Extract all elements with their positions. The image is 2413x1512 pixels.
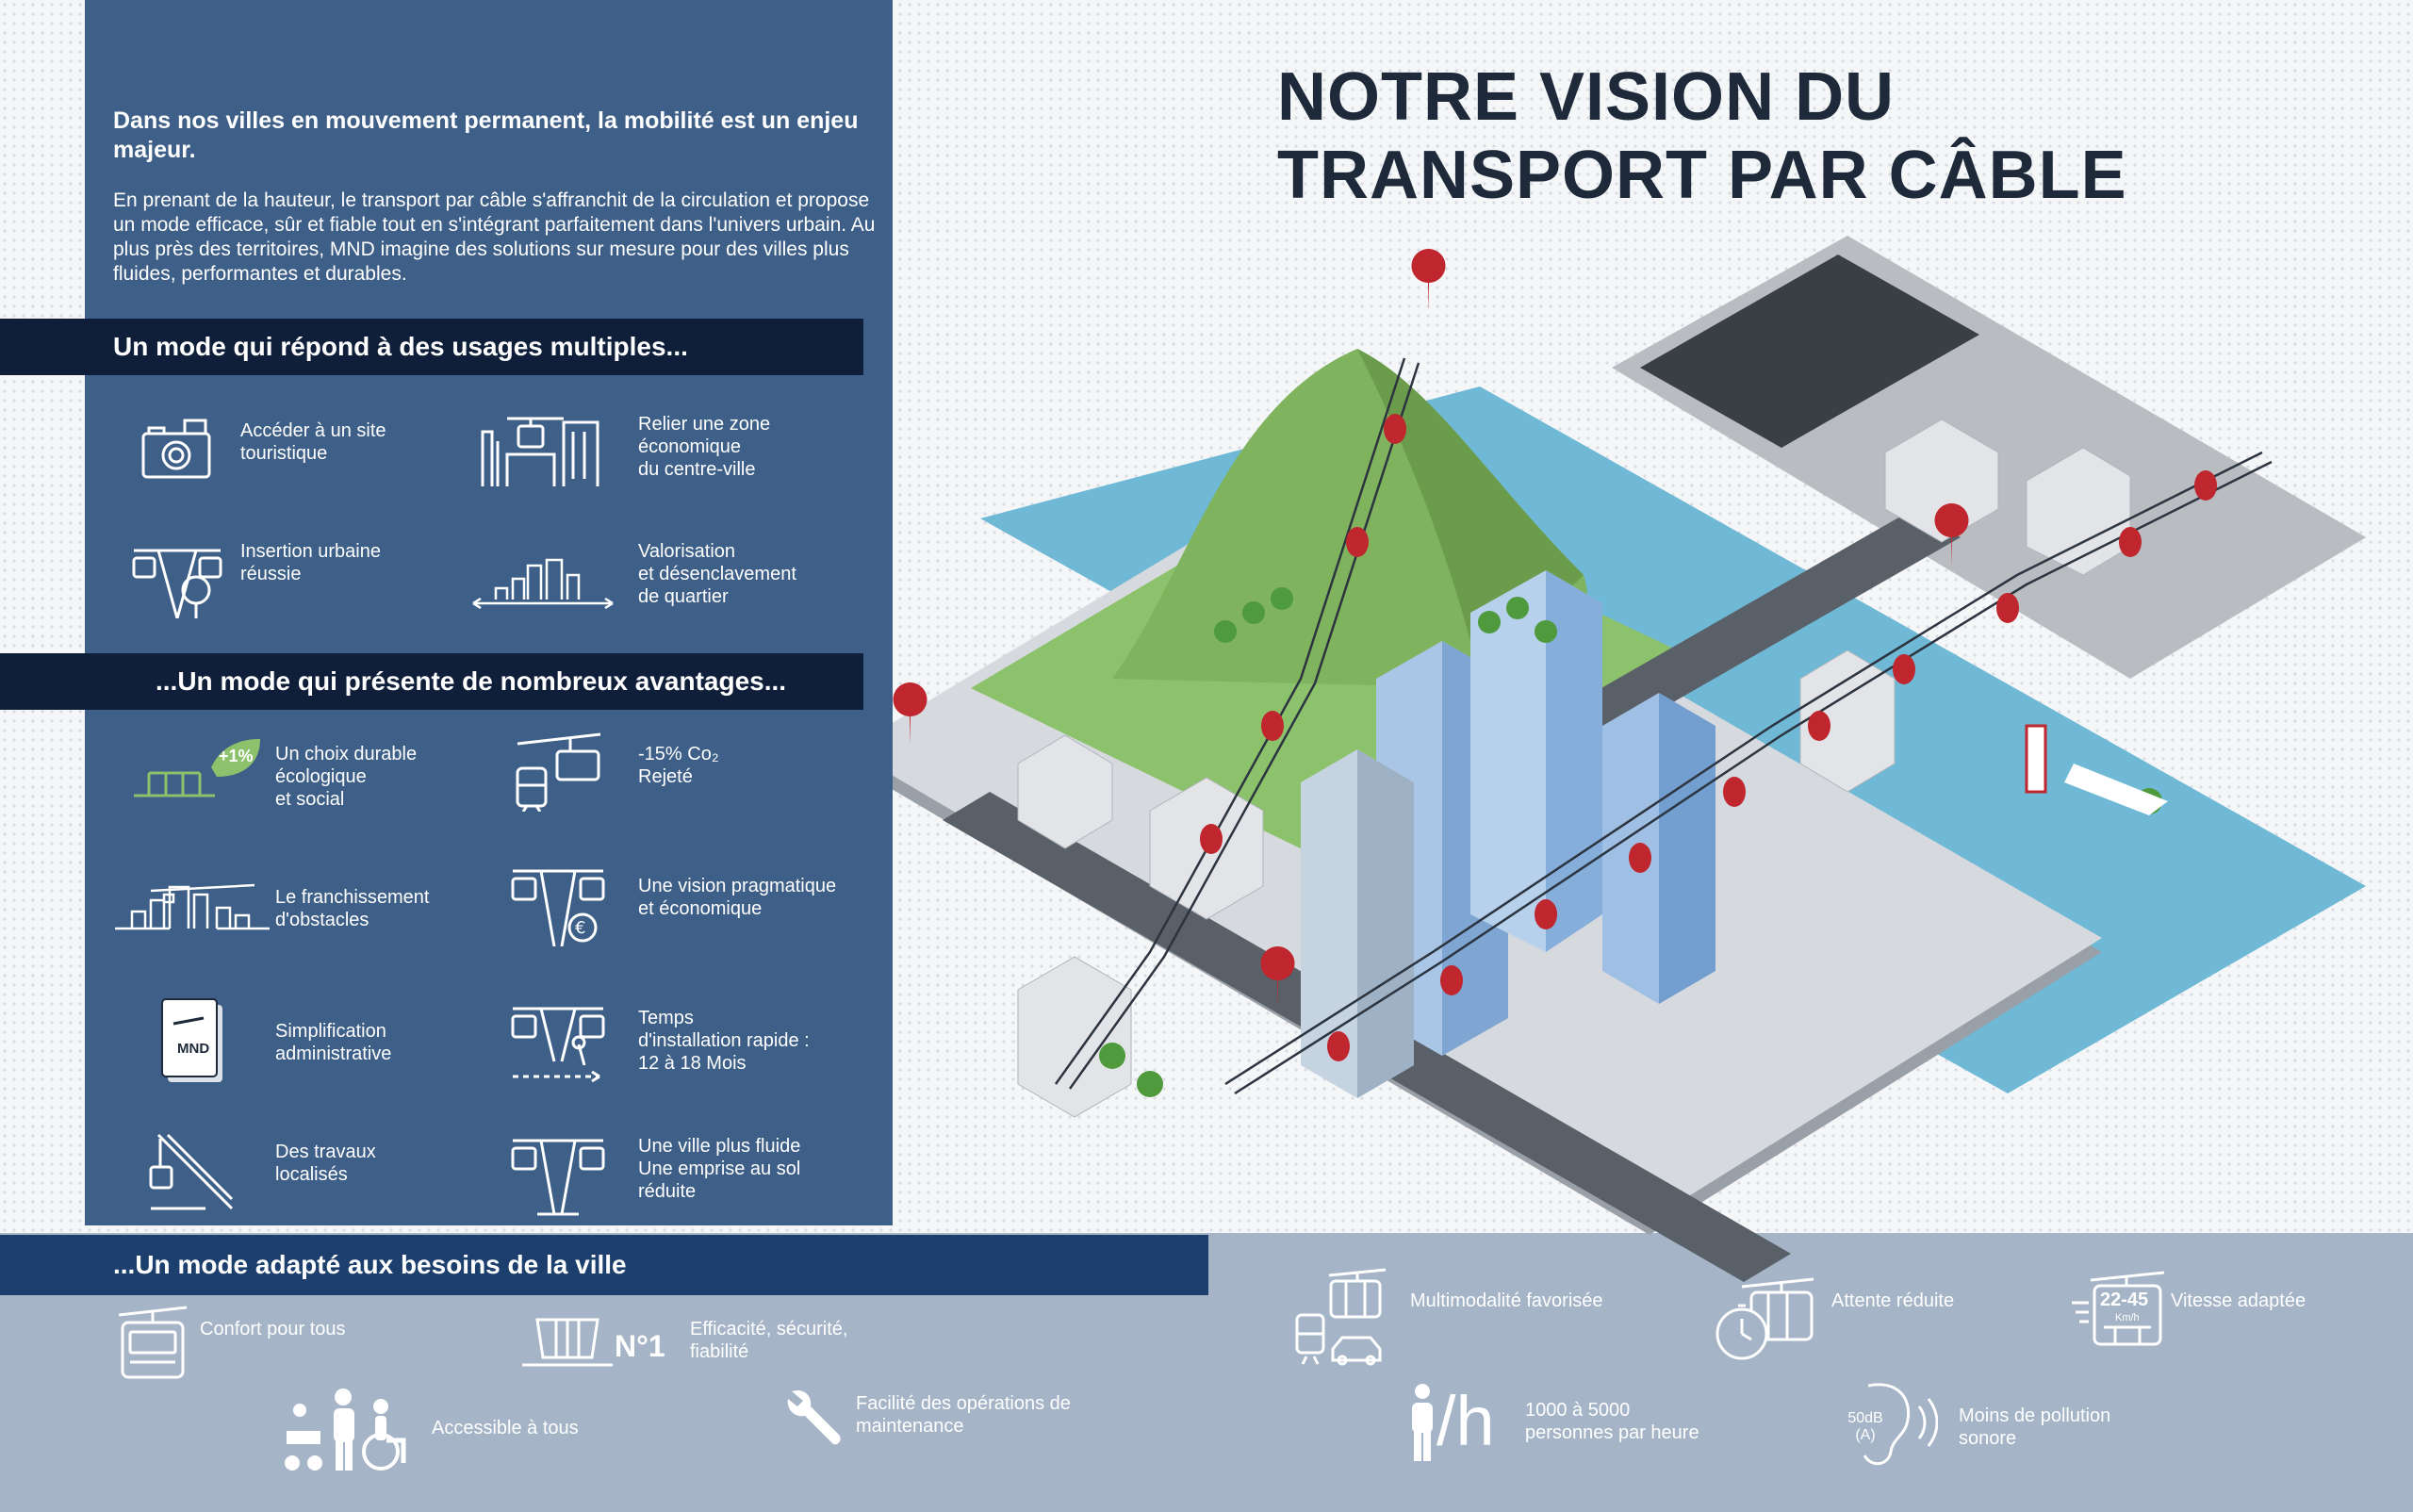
map-pins	[893, 249, 1969, 1009]
avantage-label-1: Un choix durable écologique et social	[275, 744, 418, 810]
cabin-tram-icon	[514, 731, 604, 812]
title-line-2: TRANSPORT PAR CÂBLE	[1277, 138, 2127, 213]
skyline-crossing-icon	[113, 881, 271, 934]
section-usages-title: Un mode qui répond à des usages multiple…	[113, 332, 688, 361]
title-line-1: NOTRE VISION DU	[1277, 59, 1896, 135]
pylon-euro-icon: €	[509, 865, 607, 946]
besoin-label-9: Vitesse adaptée	[2171, 1290, 2306, 1311]
pylon-cabins-icon	[509, 1135, 607, 1216]
per-hour-glyph: /h	[1436, 1382, 1495, 1460]
lighthouse	[2025, 724, 2047, 794]
intro-body: En prenant de la hauteur, le transport p…	[113, 189, 876, 285]
avantage-label-8: Une ville plus fluide Une emprise au sol…	[638, 1136, 801, 1202]
cabin-comfort-icon	[115, 1306, 190, 1381]
noise-glyph: 50dB (A)	[1847, 1410, 1883, 1443]
section-usages-header: Un mode qui répond à des usages multiple…	[0, 319, 863, 375]
person-per-hour-icon: /h	[1408, 1384, 1495, 1461]
speed-value: 22-45	[2100, 1290, 2149, 1310]
document-text: MND	[177, 1041, 210, 1057]
cable-lines	[1054, 357, 2273, 1095]
page-title: NOTRE VISION DU TRANSPORT PAR CÂBLE	[1277, 58, 2220, 215]
family-wheelchair-icon	[283, 1388, 411, 1472]
city-illustration	[848, 236, 2366, 1282]
station-n1-icon: N°1	[520, 1312, 665, 1369]
usage-label-4: Valorisation et désenclavement de quarti…	[638, 541, 796, 607]
intro-lead: Dans nos villes en mouvement permanent, …	[113, 107, 859, 163]
boat	[2064, 764, 2168, 815]
stopwatch-cabin-icon	[1714, 1277, 1815, 1362]
section-avantages-title: ...Un mode qui présente de nombreux avan…	[156, 666, 787, 696]
usage-label-2: Relier une zone économique du centre-vil…	[638, 414, 771, 480]
section-besoins-header: ...Un mode adapté aux besoins de la vill…	[0, 1235, 1208, 1295]
eco-badge: +1%	[219, 747, 254, 765]
mountain-shade	[1357, 349, 1584, 641]
avantage-label-2: -15% Co₂ Rejeté	[638, 744, 719, 787]
wrench-icon	[784, 1388, 845, 1448]
besoin-label-2: Efficacité, sécurité, fiabilité	[690, 1319, 848, 1362]
besoin-label-3: Accessible à tous	[432, 1418, 579, 1438]
office-building-cabin-icon	[479, 413, 603, 488]
n1-badge: N°1	[615, 1329, 665, 1363]
avantage-label-3: Le franchissement d'obstacles	[275, 887, 430, 930]
skyline-arrows-icon	[471, 556, 615, 609]
crane-cabin-icon	[149, 1129, 234, 1210]
pylon-tree-icon	[130, 545, 224, 618]
avantage-label-5: Simplification administrative	[275, 1021, 392, 1064]
multimodal-icon	[1293, 1268, 1387, 1366]
pylon-wrench-icon	[509, 1003, 607, 1084]
avantage-label-6: Temps d'installation rapide : 12 à 18 Mo…	[638, 1008, 810, 1074]
usage-label-3: Insertion urbaine réussie	[240, 541, 381, 584]
avantage-label-7: Des travaux localisés	[275, 1142, 376, 1185]
section-avantages-header: ...Un mode qui présente de nombreux avan…	[0, 653, 863, 710]
speed-cabin-icon: 22-45 Km/h	[2070, 1271, 2168, 1348]
besoin-label-8: Moins de pollution sonore	[1959, 1405, 2111, 1449]
svg-text:€: €	[575, 918, 585, 938]
cable-cabins	[1200, 414, 2217, 1061]
besoin-label-5: Multimodalité favorisée	[1410, 1290, 1603, 1311]
eco-station-icon: +1%	[130, 735, 262, 803]
usage-label-1: Accéder à un site touristique	[240, 420, 386, 464]
ear-noise-icon: 50dB (A)	[1840, 1378, 1938, 1469]
airport-runway	[1640, 255, 1979, 448]
besoin-label-4: Facilité des opérations de maintenance	[856, 1393, 1071, 1437]
camera-icon	[140, 415, 213, 483]
speed-unit: Km/h	[2115, 1312, 2140, 1323]
section-besoins-title: ...Un mode adapté aux besoins de la vill…	[113, 1250, 627, 1279]
avantage-label-4: Une vision pragmatique et économique	[638, 876, 837, 919]
besoin-label-7: Attente réduite	[1831, 1290, 1955, 1311]
document-icon: MND	[160, 997, 226, 1084]
skyscrapers	[1301, 570, 1715, 1098]
besoin-label-6: 1000 à 5000 personnes par heure	[1525, 1400, 1699, 1443]
besoin-label-1: Confort pour tous	[200, 1319, 346, 1339]
